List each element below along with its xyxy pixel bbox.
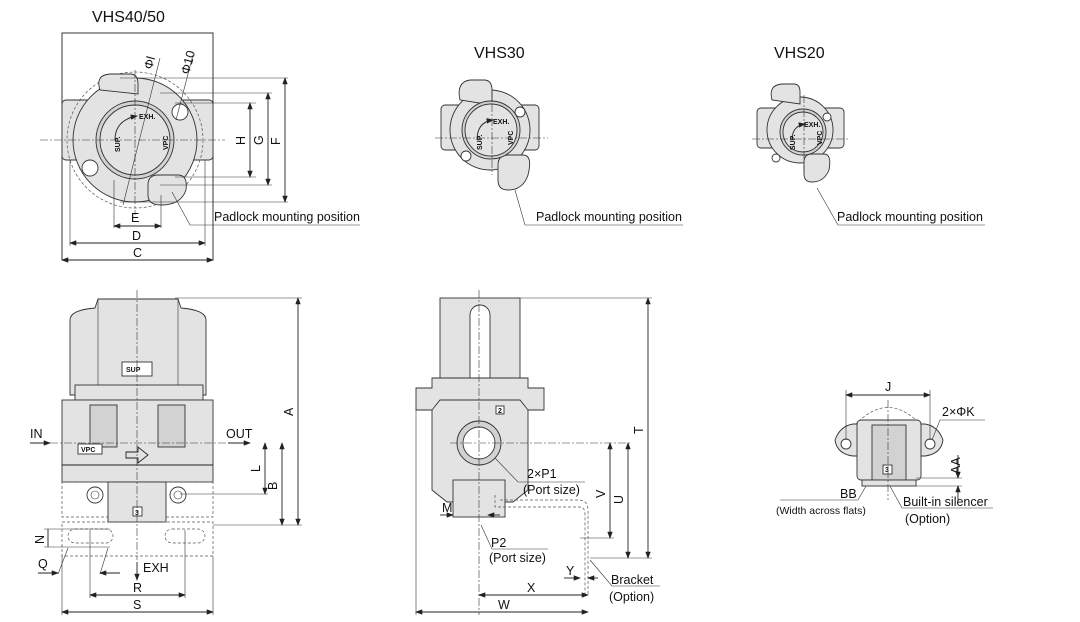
dim-phi-l: Φl	[141, 55, 158, 71]
vhs30-top-view: VHS30 EXH. SUP. VPC Padlock mounting pos…	[435, 45, 683, 226]
dim-m: M	[442, 501, 452, 515]
dim-aa: AA	[949, 457, 963, 474]
dim-q: Q	[38, 557, 48, 571]
dim-w: W	[498, 598, 510, 612]
dim-j: J	[885, 380, 891, 394]
bracket-label: Bracket	[611, 573, 654, 587]
dim-y: Y	[566, 564, 575, 578]
port-3-label: 3	[885, 467, 889, 474]
vpc-marking: VPC	[163, 136, 170, 150]
in-label: IN	[30, 427, 43, 441]
exh-marking: EXH.	[804, 122, 820, 129]
dim-phi-10: Φ10	[178, 49, 198, 76]
sup-label: SUP	[126, 367, 141, 374]
dim-u: U	[612, 495, 626, 504]
padlock-lug	[497, 154, 531, 191]
p2-label: P2	[491, 536, 506, 550]
dim-f: F	[269, 137, 283, 145]
vpc-label: VPC	[81, 447, 95, 454]
exh-label: EXH	[143, 561, 169, 575]
dial	[782, 111, 824, 153]
dim-t: T	[632, 426, 646, 434]
port-2-label: 2	[498, 408, 502, 415]
front-view: SUP VPC 3 IN OUT EXH A L B N	[30, 290, 302, 615]
silencer-label: Built-in silencer	[903, 495, 988, 509]
vpc-plate	[77, 443, 103, 455]
silencer-note: (Option)	[905, 512, 950, 526]
valve-body	[61, 399, 214, 483]
vhs20-title: VHS20	[774, 45, 825, 62]
dim-c: C	[133, 246, 142, 260]
dim-d: D	[132, 229, 141, 243]
dim-h: H	[234, 136, 248, 145]
vpc-marking: VPC	[817, 131, 824, 145]
dim-bb: BB	[840, 487, 857, 501]
padlock-note: Padlock mounting position	[214, 210, 360, 224]
exh-marking: EXH.	[139, 114, 155, 121]
sup-marking: SUP.	[115, 137, 122, 152]
sup-marking: SUP.	[790, 135, 797, 150]
bottom-view: 3 J 2×ΦK AA BB (Width across flats) Buil…	[776, 380, 993, 526]
mounting-hole	[840, 438, 852, 450]
p2-note: (Port size)	[489, 551, 546, 565]
flow-arrow-icon	[125, 446, 149, 464]
padlock-lug	[770, 83, 801, 105]
dim-l: L	[249, 465, 263, 472]
vhs4050-top-view: VHS40/50 EXH. SUP. VPC Φl Φ10 H G F E	[40, 9, 360, 263]
vhs30-title: VHS30	[474, 45, 525, 62]
padlock-lug	[458, 79, 493, 106]
side-view: 2 T V U 2×P1 (Port size) M P2 (Port size…	[415, 290, 660, 615]
dim-e: E	[131, 211, 139, 225]
dim-n: N	[33, 535, 47, 544]
out-label: OUT	[226, 427, 253, 441]
padlock-note: Padlock mounting position	[536, 210, 682, 224]
bb-note: (Width across flats)	[776, 505, 866, 517]
p1-label: 2×P1	[527, 467, 557, 481]
padlock-note: Padlock mounting position	[837, 210, 983, 224]
handle-cap	[69, 298, 207, 396]
screw-hole	[81, 159, 99, 177]
sup-marking: SUP.	[477, 135, 484, 150]
padlock-lug	[803, 153, 831, 183]
dim-s: S	[133, 598, 141, 612]
dim-b: B	[266, 482, 280, 490]
dim-r: R	[133, 581, 142, 595]
padlock-lug	[147, 174, 187, 206]
exh-marking: EXH.	[493, 119, 509, 126]
bracket-note: (Option)	[609, 590, 654, 604]
dim-k: 2×ΦK	[942, 405, 975, 419]
vhs20-top-view: VHS20 EXH. SUP. VPC Padlock mounting pos…	[752, 45, 985, 226]
dim-g: G	[252, 135, 266, 145]
screw-hole	[171, 103, 189, 121]
padlock-lug	[98, 73, 139, 95]
port-3-label: 3	[135, 510, 139, 517]
dim-a: A	[282, 407, 296, 416]
dim-x: X	[527, 581, 536, 595]
dial	[464, 103, 518, 157]
p1-note: (Port size)	[523, 483, 580, 497]
mounting-hole	[924, 438, 936, 450]
dim-v: V	[594, 489, 608, 498]
vhs4050-title: VHS40/50	[92, 9, 165, 26]
